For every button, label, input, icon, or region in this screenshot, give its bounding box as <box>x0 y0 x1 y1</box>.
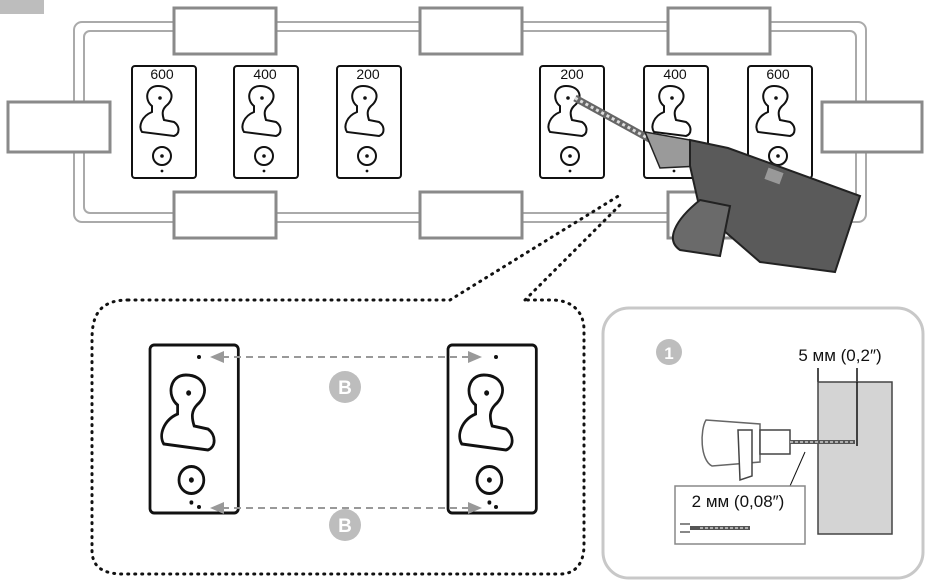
alignment-arrow-bottom <box>210 502 482 514</box>
template-400-left <box>233 65 299 179</box>
spacing-marker-top: B <box>329 371 361 403</box>
step-1-panel: 1 5 мм (0,2″) 2 мм (0,08″) <box>601 306 925 580</box>
depth-label: 5 мм (0,2″) <box>798 346 881 365</box>
alignment-arrow-top <box>210 351 482 363</box>
template-detail-right <box>446 343 538 515</box>
svg-text:B: B <box>338 516 352 537</box>
template-200-left <box>336 65 402 179</box>
template-label-200-left: 200 <box>356 66 380 82</box>
template-600-left <box>131 65 197 179</box>
template-detail-left <box>148 343 240 515</box>
small-drill-icon <box>701 419 855 482</box>
corner-tab <box>0 0 44 14</box>
zoom-callout <box>90 193 622 576</box>
template-label-600-right: 600 <box>766 66 790 82</box>
drill-bit-label: 2 мм (0,08″) <box>692 492 785 511</box>
template-200-right <box>539 65 605 179</box>
template-label-200-right: 200 <box>560 66 584 82</box>
alignment-dots <box>197 355 498 509</box>
wall-section <box>817 381 893 535</box>
spacing-marker-bottom: B <box>329 509 361 541</box>
template-label-400-right: 400 <box>663 66 687 82</box>
drill-icon <box>573 94 862 274</box>
step-number-badge: 1 <box>664 344 673 363</box>
template-label-400-left: 400 <box>253 66 277 82</box>
template-label-600-left: 600 <box>150 66 174 82</box>
drill-bit-detail: 2 мм (0,08″) <box>674 485 806 545</box>
svg-text:B: B <box>338 378 352 399</box>
